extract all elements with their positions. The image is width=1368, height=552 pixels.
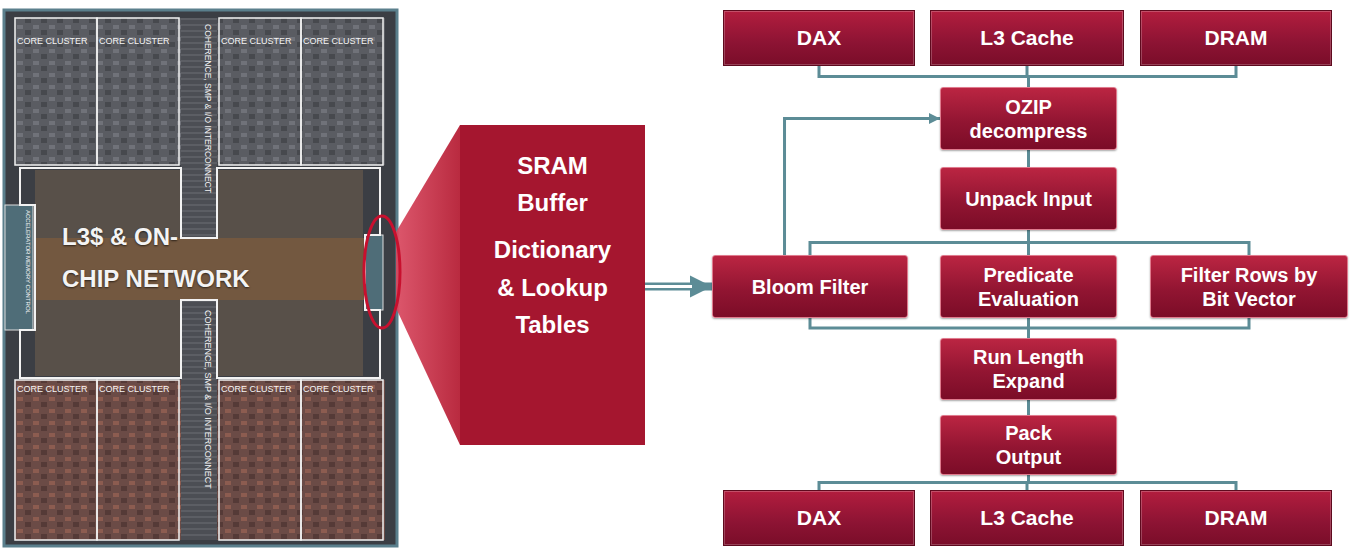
core-cluster-label-box: CORE CLUSTER [17, 36, 88, 47]
box-title: Bloom Filter [719, 275, 901, 299]
die [4, 10, 397, 546]
box-title: L3 Cache [980, 505, 1073, 530]
cluster-outline [301, 18, 383, 165]
core-cluster-label: CORE CLUSTER [221, 36, 292, 46]
box-title: DRAM [1205, 25, 1268, 50]
memory-box: DAX [723, 10, 915, 66]
interconnect-label: COHERENCE, SMP & I/O INTERCONNECT [203, 310, 213, 489]
box-title: DAX [797, 505, 841, 530]
process-box: Bloom Filter [712, 255, 908, 318]
memory-box: L3 Cache [930, 490, 1124, 546]
connector [1029, 66, 1237, 87]
connector-line [819, 475, 1029, 490]
core-cluster-label-box: CORE CLUSTER [221, 36, 292, 47]
memory-box: L3 Cache [930, 10, 1124, 66]
region-label-box: L3$ & ON-CHIP NETWORK [62, 216, 324, 300]
connector-line [810, 318, 1029, 338]
accelerator-label: ACCELERATOR MEMORY CONTROL [25, 210, 31, 314]
connector-line [645, 285, 692, 288]
interconnect-band [181, 18, 217, 238]
box-title: Predicate Evaluation [949, 263, 1109, 311]
connector-line [785, 119, 940, 256]
interconnect-label-box: COHERENCE, SMP & I/O INTERCONNECT [203, 24, 213, 193]
box-title: Filter Rows by Bit Vector [1174, 263, 1324, 311]
core-cluster-label-box: CORE CLUSTER [303, 384, 374, 395]
process-box: Unpack Input [940, 167, 1117, 230]
l3-outline [20, 168, 380, 378]
box-title: SRAM Buffer [493, 147, 613, 221]
connector [1029, 475, 1237, 490]
interconnect-band [181, 300, 217, 540]
connector [819, 475, 1029, 490]
memory-box: DRAM [1140, 10, 1332, 66]
box-title: Run Length Expand [949, 345, 1109, 393]
box-title: Pack Output [979, 421, 1079, 469]
core-cluster-label-box: CORE CLUSTER [99, 384, 170, 395]
controller-strip [365, 235, 383, 310]
box-title: Unpack Input [947, 187, 1110, 211]
accelerator-strip [5, 205, 33, 330]
box-title: DAX [797, 25, 841, 50]
connector [819, 66, 1029, 87]
core-cluster-label-box: CORE CLUSTER [303, 36, 374, 47]
cluster-outlines [15, 18, 383, 540]
connector [1029, 318, 1250, 338]
wrap-spacer [194, 216, 324, 217]
interconnect-label: COHERENCE, SMP & I/O INTERCONNECT [203, 24, 213, 193]
connector [1029, 230, 1250, 255]
connector [645, 286, 712, 287]
connector-line [1029, 475, 1237, 490]
connector-line [1029, 66, 1237, 87]
process-box: Pack Output [940, 415, 1117, 475]
connector-line [1027, 400, 1030, 415]
core-cluster-label: CORE CLUSTER [303, 384, 374, 394]
process-box: OZIP decompress [940, 87, 1117, 150]
core-cluster-label-box: CORE CLUSTER [221, 384, 292, 395]
core-cluster-label: CORE CLUSTER [99, 36, 170, 46]
connector [810, 230, 1029, 255]
cluster-outline [15, 380, 97, 540]
interconnect-label-box: COHERENCE, SMP & I/O INTERCONNECT [202, 310, 213, 489]
cluster-outline [219, 380, 301, 540]
process-box: Predicate Evaluation [940, 255, 1117, 318]
cluster-outline [97, 18, 179, 165]
box-title: L3 Cache [980, 25, 1073, 50]
process-box: Filter Rows by Bit Vector [1150, 255, 1348, 318]
core-cluster-label-box: CORE CLUSTER [99, 36, 170, 47]
memory-box: DRAM [1140, 490, 1332, 546]
core-cluster-label: CORE CLUSTER [17, 384, 88, 394]
process-box: Run Length Expand [940, 338, 1117, 400]
box-body: Dictionary & Lookup Tables [485, 231, 620, 343]
connector-line [645, 283, 712, 291]
highlight-ellipse [364, 216, 400, 328]
callout-box: SRAM BufferDictionary & Lookup Tables [460, 125, 645, 445]
connector-line [819, 66, 1029, 87]
core-cluster-label: CORE CLUSTER [99, 384, 170, 394]
connector-line [1029, 230, 1250, 255]
connector [785, 119, 940, 256]
core-cluster-label: CORE CLUSTER [221, 384, 292, 394]
cluster-outline [15, 18, 97, 165]
memory-box: DAX [723, 490, 915, 546]
core-cluster-label: CORE CLUSTER [17, 36, 88, 46]
connector [1028, 150, 1029, 167]
core-cluster-label: CORE CLUSTER [303, 36, 374, 46]
connector-line [1027, 150, 1030, 167]
cluster-outline [219, 18, 301, 165]
connector-line [1029, 318, 1250, 338]
cluster-outline [97, 380, 179, 540]
connector-line [810, 230, 1029, 255]
box-title: OZIP decompress [949, 95, 1109, 143]
cluster-outline [301, 380, 383, 540]
box-title: DRAM [1205, 505, 1268, 530]
region-label: L3$ & ON-CHIP NETWORK [62, 223, 250, 292]
connector [810, 318, 1029, 338]
core-cluster-label-box: CORE CLUSTER [17, 384, 88, 395]
connector [1028, 400, 1029, 415]
callout-fan [396, 125, 460, 445]
accelerator-label-box: ACCELERATOR MEMORY CONTROL [24, 210, 31, 314]
